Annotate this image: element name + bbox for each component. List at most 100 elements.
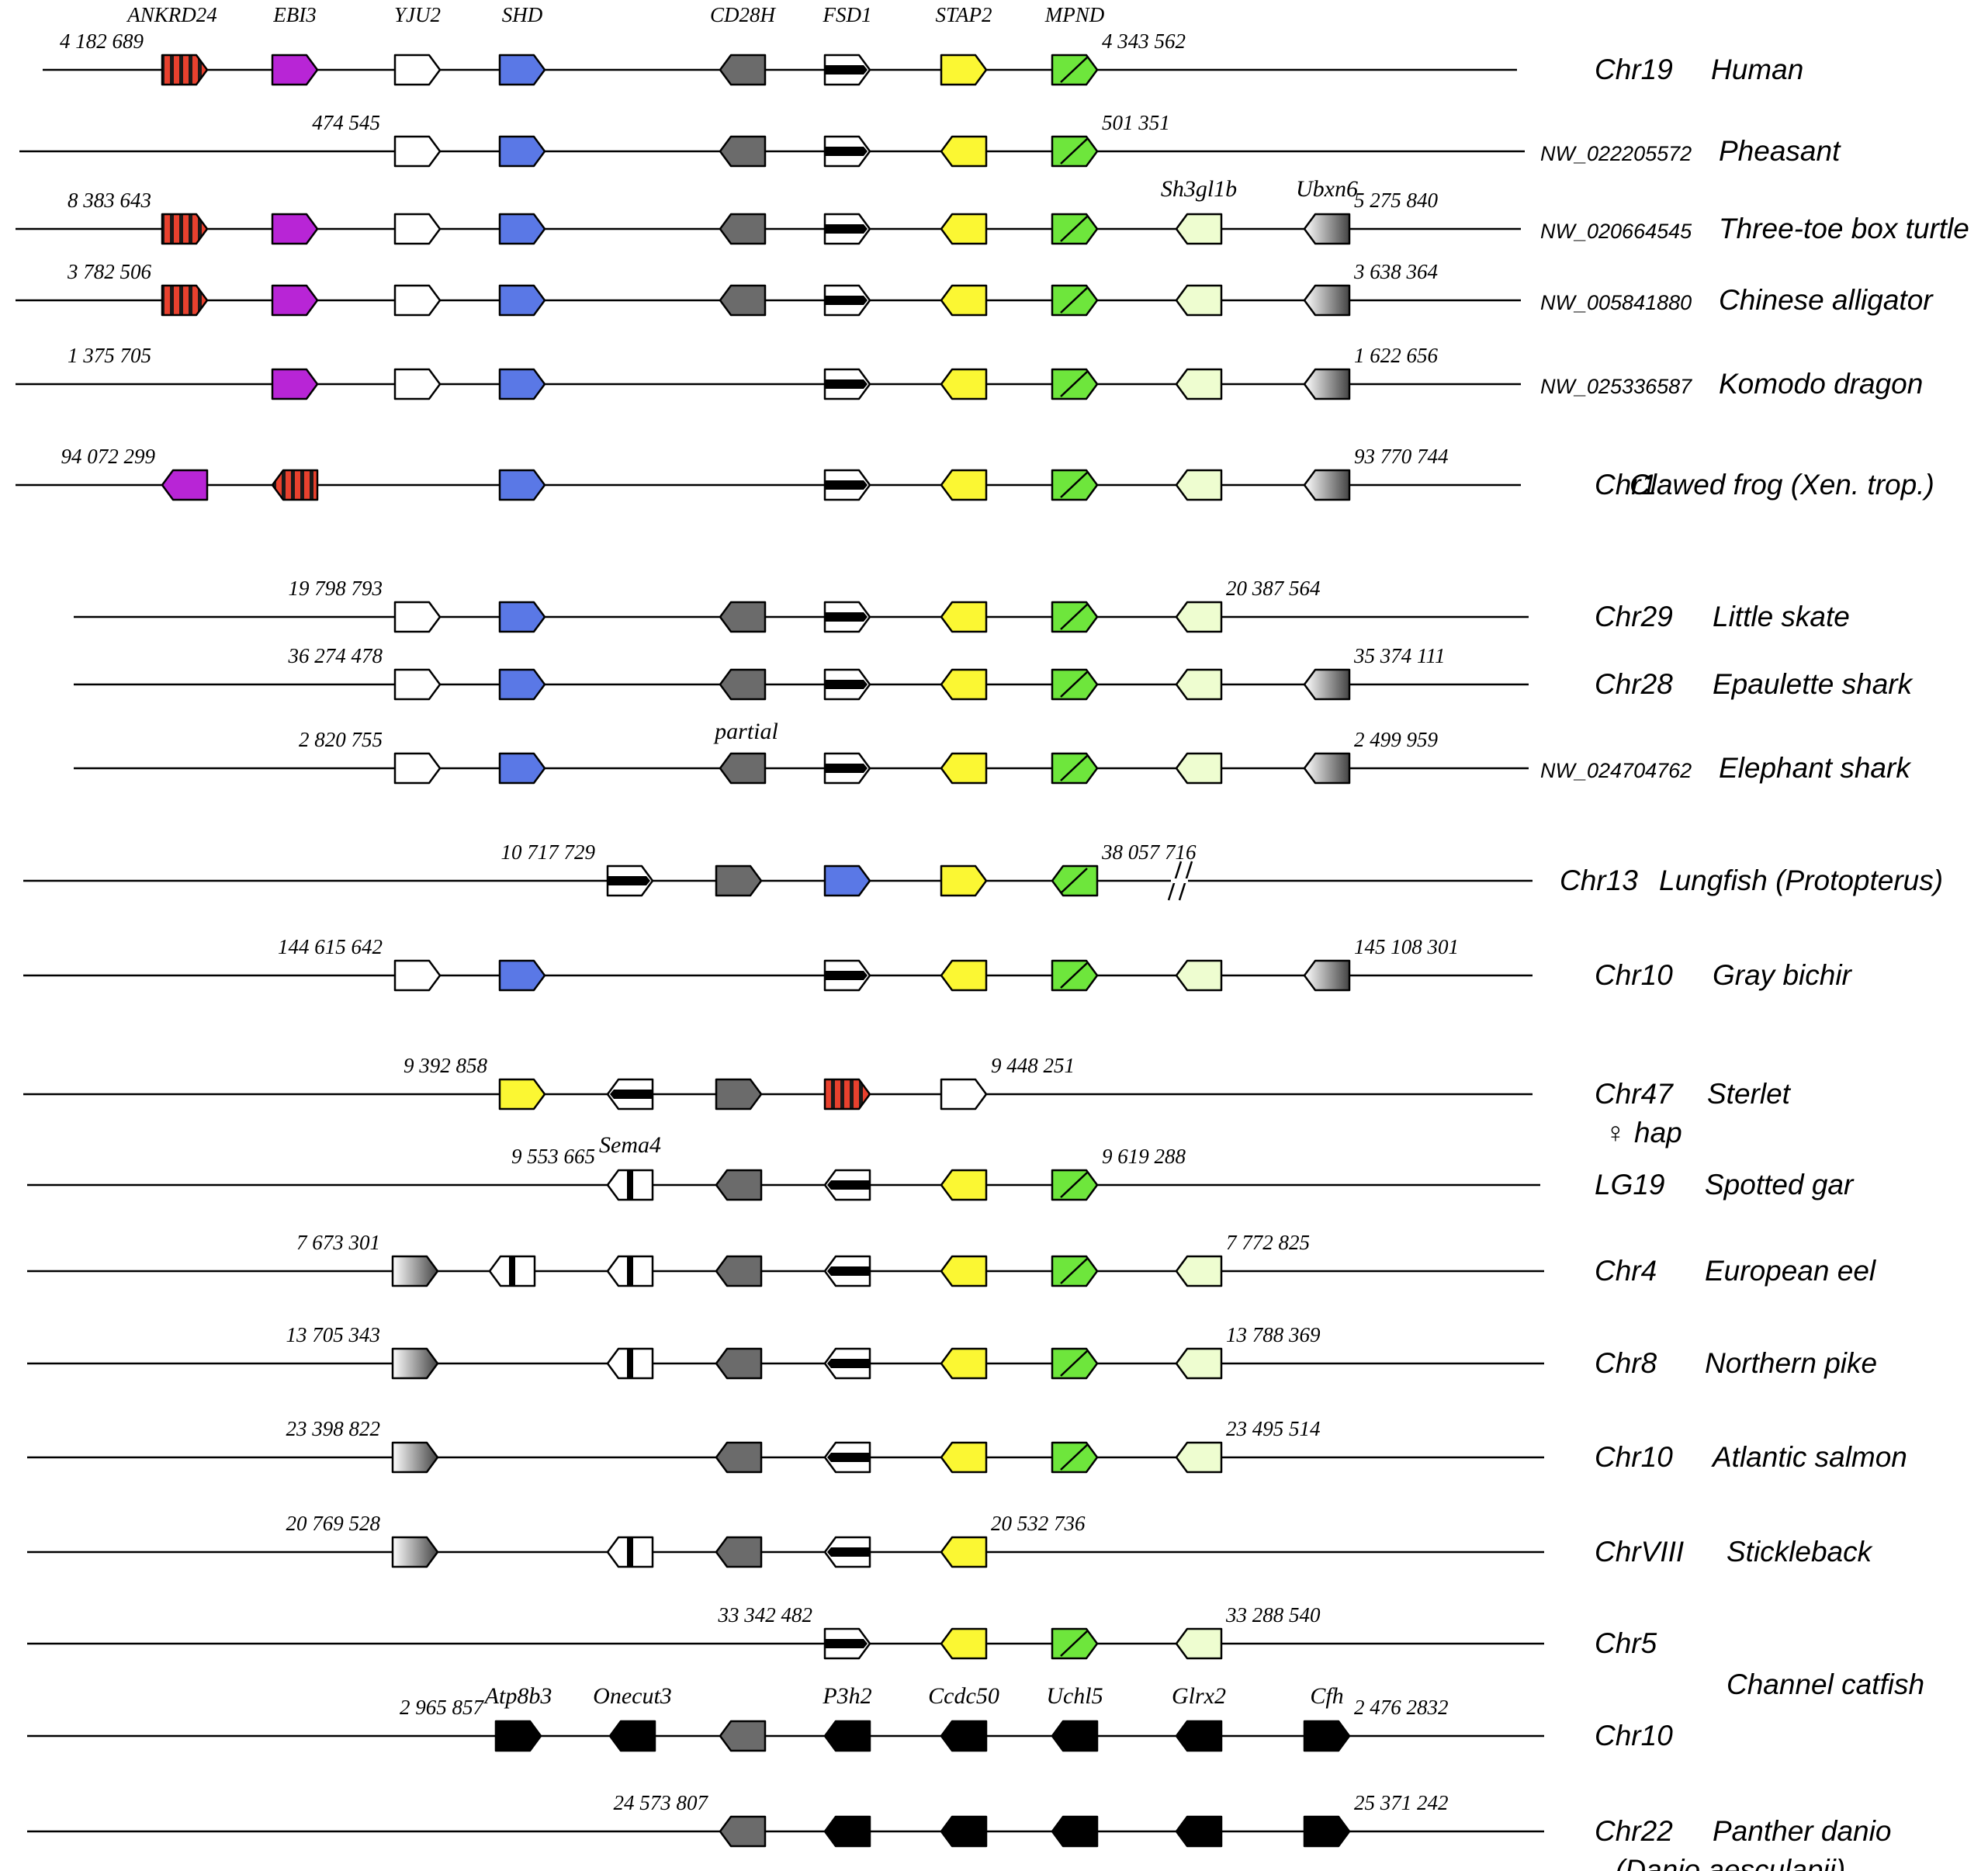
sh3gl1b-gene bbox=[1175, 1627, 1223, 1660]
left-coordinate: 20 769 528 bbox=[286, 1512, 381, 1535]
right-coordinate: 3 638 364 bbox=[1353, 260, 1438, 283]
sh3gl1b-gene bbox=[1175, 1255, 1223, 1287]
species-label: Little skate bbox=[1713, 601, 1850, 632]
left-coordinate: 33 342 482 bbox=[718, 1603, 813, 1627]
gene-label-glrx2: Glrx2 bbox=[1172, 1683, 1226, 1709]
gene-label-atp8b3: Atp8b3 bbox=[483, 1683, 552, 1709]
ubxn6-gene bbox=[1303, 469, 1351, 501]
species-extra: (Danio aesculapii) bbox=[1616, 1854, 1845, 1871]
gene-header-fsd1: FSD1 bbox=[823, 3, 872, 26]
left-coordinate: 2 820 755 bbox=[299, 728, 383, 751]
left-coordinate: 9 553 665 bbox=[511, 1145, 595, 1168]
right-coordinate: 20 532 736 bbox=[991, 1512, 1086, 1535]
yju2-gene bbox=[393, 135, 442, 168]
left-coordinate: 8 383 643 bbox=[68, 189, 151, 212]
right-coordinate: 23 495 514 bbox=[1226, 1417, 1321, 1440]
yju2-gene bbox=[393, 668, 442, 701]
mpnd-gene bbox=[1051, 368, 1099, 400]
cd28h-gene bbox=[719, 668, 767, 701]
species-label: Stickleback bbox=[1727, 1536, 1874, 1568]
stap2-gene bbox=[940, 1627, 988, 1660]
yju2-gene bbox=[393, 284, 442, 317]
yju2-gene bbox=[393, 959, 442, 992]
fsd1-gene bbox=[823, 284, 871, 317]
partial-note: partial bbox=[713, 719, 778, 744]
ankrd24-gene bbox=[823, 1078, 871, 1110]
gene-header-ankrd24: ANKRD24 bbox=[126, 3, 217, 26]
right-coordinate: 25 371 242 bbox=[1354, 1791, 1449, 1814]
fsd1-gene bbox=[823, 135, 871, 168]
fsd1-gene bbox=[606, 864, 654, 897]
gene-label-sh3gl1b: Sh3gl1b bbox=[1161, 176, 1237, 202]
stap2-gene bbox=[940, 54, 988, 86]
stap2-gene bbox=[940, 1255, 988, 1287]
right-coordinate: 9 619 288 bbox=[1102, 1145, 1186, 1168]
ubxn6-gene bbox=[391, 1536, 439, 1568]
left-coordinate: 94 072 299 bbox=[61, 445, 156, 468]
species-label: Chinese alligator bbox=[1719, 284, 1934, 316]
mpnd-gene bbox=[1051, 601, 1099, 633]
shd-gene bbox=[498, 752, 546, 785]
cd28h-gene bbox=[719, 752, 767, 785]
left-coordinate: 3 782 506 bbox=[67, 260, 152, 283]
right-coordinate: 38 057 716 bbox=[1101, 840, 1197, 864]
chromosome-label: Chr8 bbox=[1595, 1347, 1657, 1379]
fsd1-gene bbox=[823, 959, 871, 992]
left-coordinate: 1 375 705 bbox=[68, 344, 151, 367]
cd28h-gene bbox=[719, 601, 767, 633]
fsd1-gene bbox=[823, 1441, 871, 1474]
species-label: Spotted gar bbox=[1705, 1169, 1855, 1201]
cd28h-gene bbox=[715, 1441, 763, 1474]
shd-gene bbox=[823, 864, 871, 897]
right-coordinate: 93 770 744 bbox=[1354, 445, 1449, 468]
stap2-gene bbox=[940, 135, 988, 168]
ebi3-gene bbox=[271, 213, 319, 245]
ankrd24-gene bbox=[161, 284, 209, 317]
stap2-gene bbox=[940, 368, 988, 400]
ankrd24-gene bbox=[161, 54, 209, 86]
sh3gl1b-gene bbox=[1175, 213, 1223, 245]
shd-gene bbox=[498, 668, 546, 701]
yju2-gene bbox=[393, 752, 442, 785]
gene-label-ubxn6: Ubxn6 bbox=[1296, 176, 1358, 202]
cd28h-gene bbox=[719, 1720, 767, 1752]
fsd1-gene bbox=[823, 601, 871, 633]
fsd1-gene bbox=[823, 668, 871, 701]
species-label: Komodo dragon bbox=[1719, 368, 1923, 400]
mpnd-gene bbox=[1051, 469, 1099, 501]
sh3gl1b-gene bbox=[1175, 1441, 1223, 1474]
right-coordinate: 501 351 bbox=[1102, 111, 1170, 134]
ccdc50-gene bbox=[940, 1815, 988, 1848]
chromosome-label: Chr47 bbox=[1595, 1078, 1674, 1110]
cd28h-gene bbox=[719, 135, 767, 168]
yju2-gene bbox=[393, 601, 442, 633]
gene-header-cd28h: CD28H bbox=[710, 3, 777, 26]
fsd1-gene bbox=[823, 752, 871, 785]
species-label: Elephant shark bbox=[1719, 752, 1912, 784]
sema4-gene bbox=[606, 1536, 654, 1568]
ubxn6-gene bbox=[391, 1347, 439, 1380]
chromosome-label: Chr10 bbox=[1595, 1441, 1673, 1473]
stap2-gene bbox=[940, 752, 988, 785]
chromosome-label: NW_025336587 bbox=[1540, 375, 1692, 398]
ubxn6-gene bbox=[391, 1255, 439, 1287]
uchl5-gene bbox=[1051, 1720, 1099, 1752]
species-label: Clawed frog (Xen. trop.) bbox=[1630, 469, 1934, 501]
stap2-gene bbox=[940, 284, 988, 317]
stap2-gene bbox=[940, 959, 988, 992]
shd-gene bbox=[498, 135, 546, 168]
mpnd-gene bbox=[1051, 1255, 1099, 1287]
cd28h-gene bbox=[715, 1169, 763, 1201]
gene-label-cfh: Cfh bbox=[1310, 1683, 1343, 1709]
uchl5-gene bbox=[1051, 1815, 1099, 1848]
chromosome-label: LG19 bbox=[1595, 1169, 1665, 1201]
chromosome-label: NW_005841880 bbox=[1540, 291, 1692, 314]
shd-gene bbox=[498, 959, 546, 992]
